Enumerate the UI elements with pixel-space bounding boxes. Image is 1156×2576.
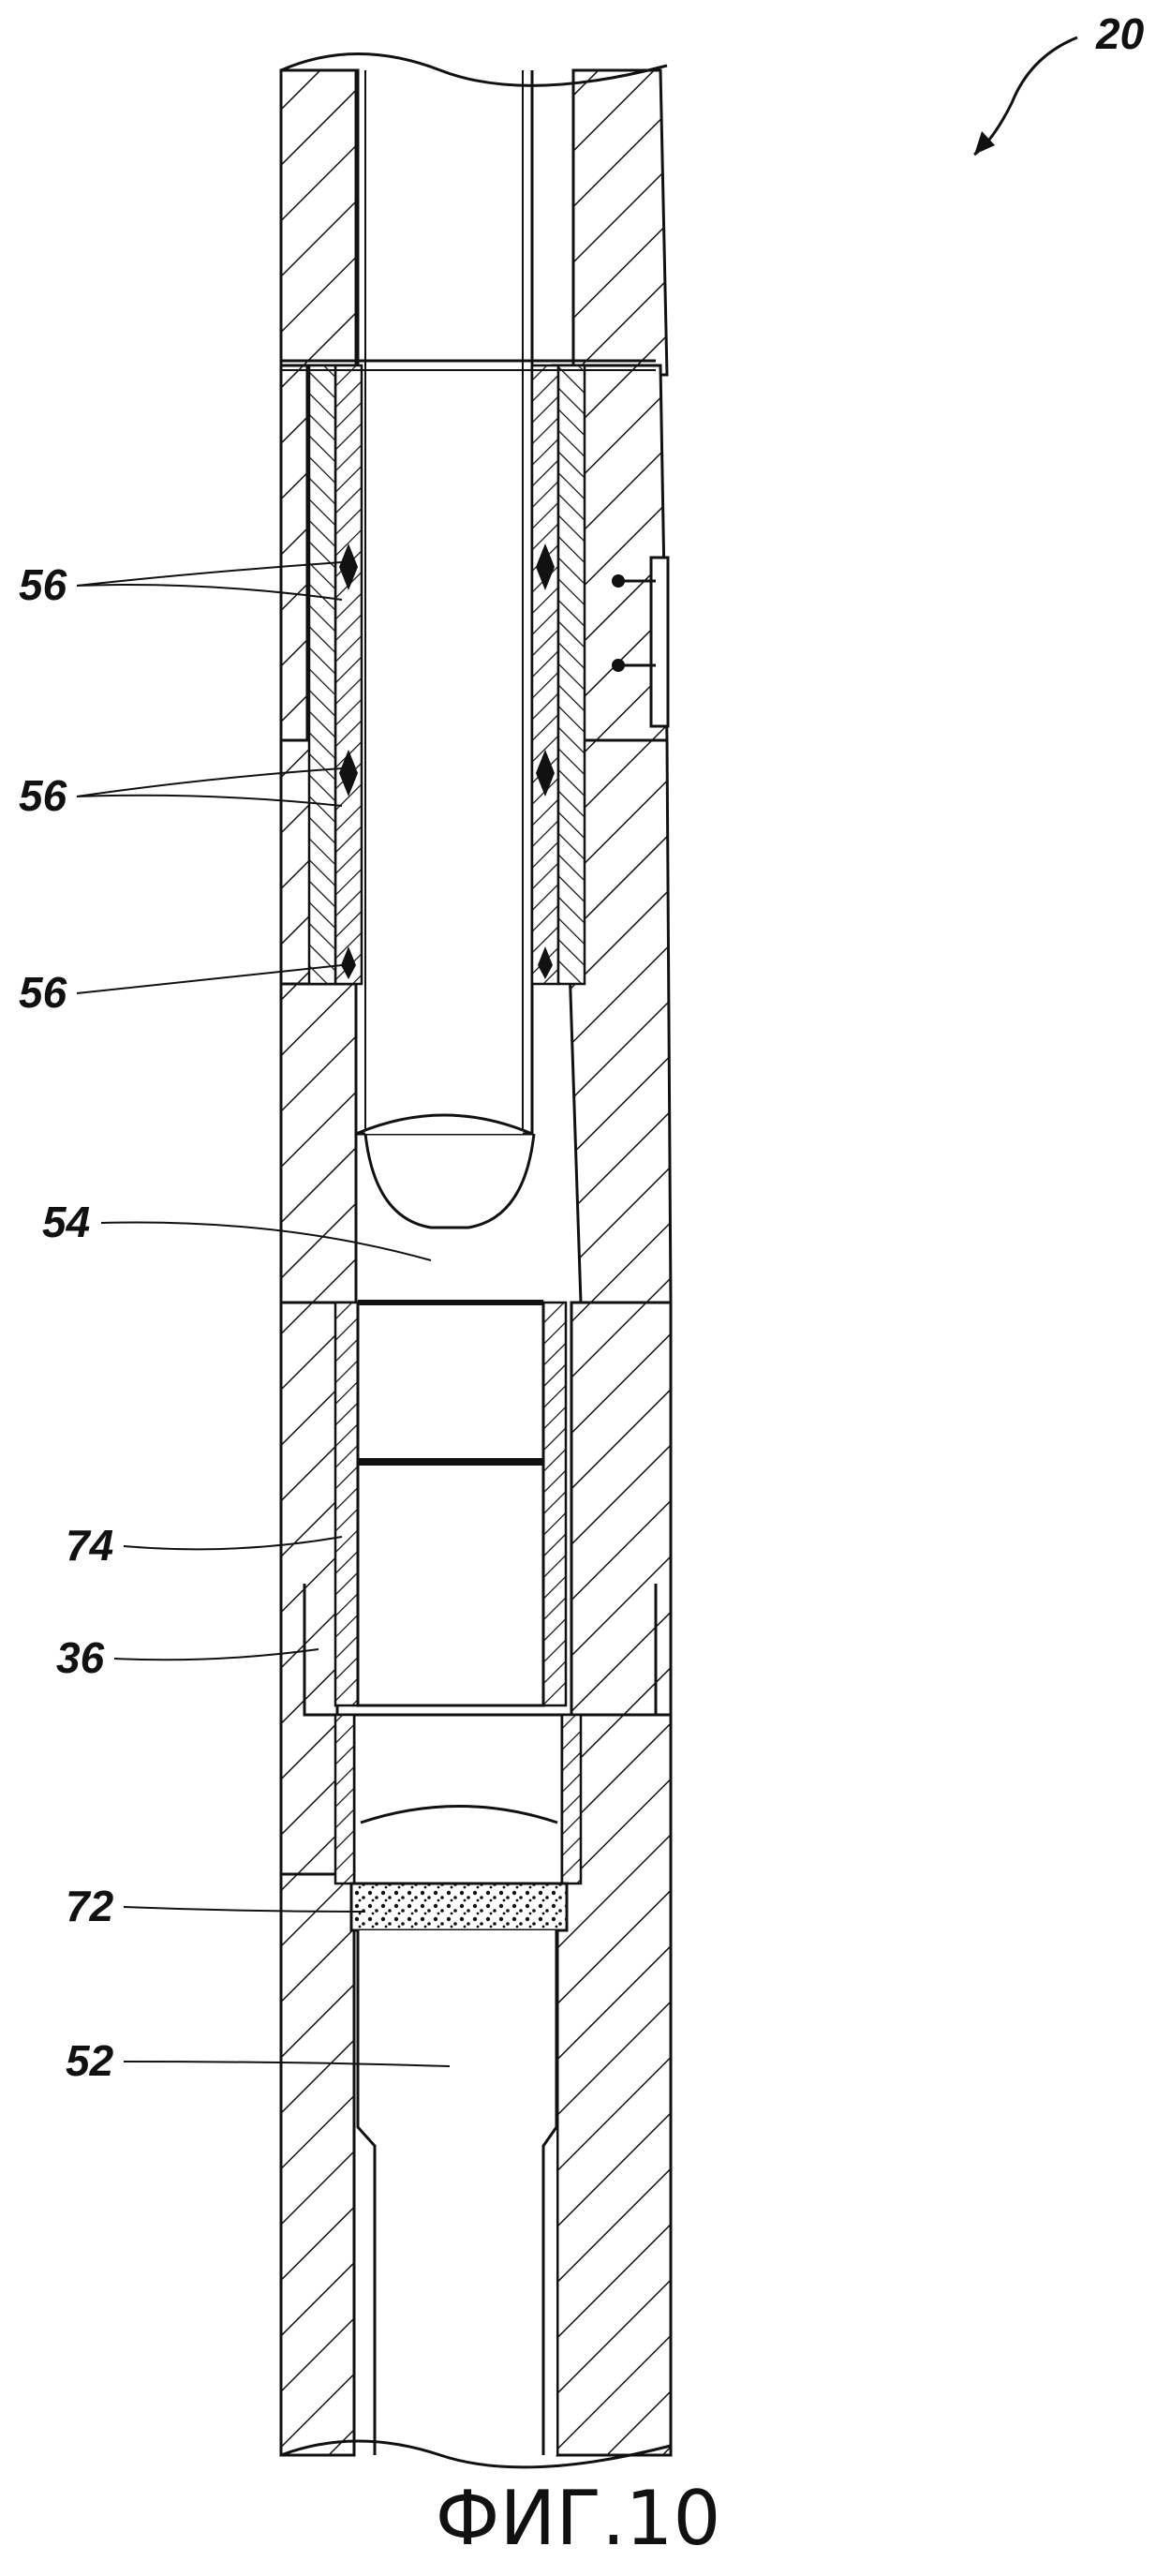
bore-52	[356, 1930, 558, 2455]
outer-housing	[279, 68, 673, 2457]
filter-72	[349, 1882, 569, 1932]
label-20: 20	[1095, 9, 1145, 58]
break-line-bottom	[280, 2439, 672, 2469]
upper-sleeve-right	[530, 364, 586, 986]
upper-sleeve-left	[307, 364, 363, 986]
upper-tube	[354, 70, 534, 1136]
label-52: 52	[66, 2036, 114, 2085]
bore-54	[358, 1133, 564, 1300]
label-72: 72	[66, 1882, 114, 1930]
callout-36: 36	[56, 1633, 319, 1682]
callout-56a: 56	[19, 560, 343, 609]
label-36: 36	[56, 1633, 105, 1682]
label-74: 74	[66, 1521, 113, 1570]
side-fittings	[612, 556, 670, 728]
callout-54: 54	[42, 1198, 432, 1261]
label-56c: 56	[19, 968, 67, 1017]
callout-52: 52	[66, 2036, 451, 2085]
callout-56c: 56	[19, 964, 343, 1017]
label-54: 54	[42, 1198, 90, 1246]
lower-cup	[333, 1713, 583, 1885]
assembly-callout: 20	[973, 9, 1145, 156]
callout-74: 74	[66, 1521, 343, 1570]
callout-56b: 56	[19, 767, 343, 820]
seal-elements	[339, 543, 555, 979]
label-56a: 56	[19, 560, 67, 609]
label-56b: 56	[19, 771, 67, 820]
middle-insert	[333, 1300, 568, 1707]
break-line-top	[280, 52, 668, 87]
figure-caption: ФИГ.10	[436, 2475, 721, 2562]
callout-72: 72	[66, 1882, 366, 1930]
